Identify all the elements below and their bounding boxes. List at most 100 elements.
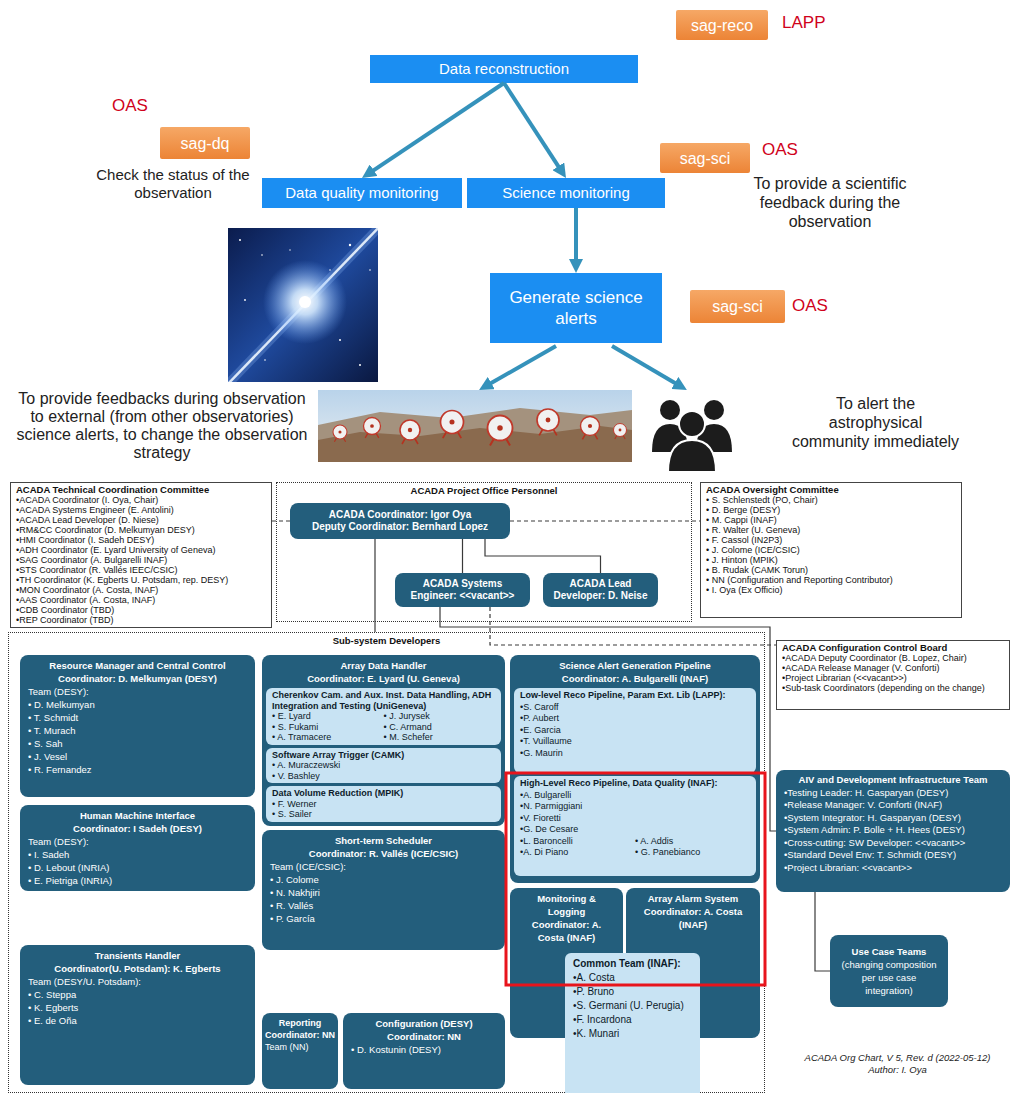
telescope-camera — [370, 424, 374, 428]
site-label: OAS — [762, 140, 822, 160]
burst-beam — [228, 228, 378, 382]
role-box: ACADA Coordinator: Igor OyaDeputy Coordi… — [290, 503, 510, 539]
node-text: •K. Munari — [573, 1027, 692, 1041]
node-text: Team (DESY): — [28, 835, 247, 848]
subteam-box: Cherenkov Cam. and Aux. Inst. Data Handl… — [266, 688, 501, 745]
flow-arrow — [504, 83, 562, 171]
tag-box: sag-dq — [160, 127, 250, 159]
node-text: • J. Vesel — [28, 750, 247, 763]
node-text: •A. Costa — [573, 971, 692, 985]
team-box: Use Case Teams(changing composition per … — [830, 935, 948, 1007]
group-region: ACADA Project Office PersonnelACADA Coor… — [276, 482, 692, 622]
node-text: • S. Sah — [28, 737, 247, 750]
star-dot — [239, 239, 241, 241]
telescope-dish — [614, 424, 627, 437]
person-head — [660, 400, 680, 420]
subteam-box: Common Team (INAF):•A. Costa•P. Bruno•S.… — [565, 953, 700, 1093]
annotation-label: To provide a scientific feedback during … — [745, 174, 915, 231]
heading-text: ACADA Technical Coordination Committee — [16, 485, 266, 495]
org-connector — [374, 539, 375, 632]
telescope-camera — [588, 424, 592, 428]
node-text: •CDB Coordinator (TBD) — [16, 605, 266, 615]
committee-box: ACADA Oversight Committee• S. Schlensted… — [700, 482, 962, 618]
node-text: •P. Bruno — [573, 985, 692, 999]
heading-text: High-Level Reco Pipeline, Data Quality (… — [520, 778, 750, 790]
role-box: ACADA Lead Developer: D. Neise — [543, 573, 658, 607]
node-text: • B. Rudak (CAMK Torun) — [706, 565, 956, 575]
heading-text: Data Volume Reduction (MPIK) — [272, 788, 495, 799]
star-dot — [264, 359, 266, 361]
node-text: •System Admin: P. Bolle + H. Hees (DESY) — [784, 824, 1002, 837]
caption-box: ACADA Org Chart, V 5, Rev. d (2022-05-12… — [795, 1052, 1000, 1076]
node-text: •TH Coordinator (K. Egberts U. Potsdam, … — [16, 575, 266, 585]
node-text: • D. Melkumyan — [28, 698, 247, 711]
node-text: •ACADA Lead Developer (D. Niese) — [16, 515, 266, 525]
site-label-box: OAS — [762, 140, 822, 160]
group-region: Sub-system DevelopersResource Manager an… — [8, 632, 765, 1093]
heading-text: Cherenkov Cam. and Aux. Inst. Data Handl… — [272, 690, 495, 711]
node-text: • R. Walter (U. Geneva) — [706, 525, 956, 535]
node-text: •ADH Coordinator (E. Lyard University of… — [16, 545, 266, 555]
team-box: AIV and Development Infrastructure Team •… — [776, 770, 1010, 892]
node-text: • R. Fernandez — [28, 763, 247, 776]
node-text: • T. Schmidt — [28, 711, 247, 724]
telescope-dish — [364, 418, 381, 435]
org-connector — [510, 520, 700, 521]
team-box: Array Data HandlerCoordinator: E. Lyard … — [262, 655, 505, 826]
heading-text: Coordinator: I Sadeh (DESY) — [28, 822, 247, 835]
heading-text: Short-term Scheduler — [270, 834, 497, 847]
node-text: Data reconstruction — [376, 60, 632, 78]
node-text: • G. Panebianco — [635, 847, 750, 859]
telescope-camera — [546, 418, 551, 423]
heading-text: Coordinator: E. Lyard (U. Geneva) — [266, 672, 501, 685]
star-dot — [349, 244, 351, 246]
heading-text: Use Case Teams — [838, 945, 940, 958]
node-text: •Project Librarian: <<vacant>> — [784, 862, 1002, 875]
annotation-label: To alert the astrophysical community imm… — [788, 394, 963, 451]
heading-text: Sub-system Developers — [13, 635, 760, 647]
committee-box: ACADA Technical Coordination Committee •A… — [10, 482, 272, 628]
heading-text: Array Data Handler — [266, 659, 501, 672]
telescope-dish — [441, 411, 464, 434]
node-text: • S. Fukami — [272, 722, 384, 733]
star-dot — [359, 364, 361, 366]
node-text: Team (DESY/U. Potsdam): — [28, 975, 247, 988]
telescope-dish — [581, 417, 600, 436]
telescope — [581, 417, 600, 440]
node-text: • M. Cappi (INAF) — [706, 515, 956, 525]
alert-arrow — [612, 346, 680, 386]
node-text: •Sub-task Coordinators (depending on the… — [782, 683, 1004, 693]
annotation-label-box: To alert the astrophysical community imm… — [788, 394, 963, 451]
node-text: • C. Armand — [384, 722, 496, 733]
heading-text: Monitoring & Logging — [518, 892, 615, 918]
node-text: Team (NN) — [265, 1041, 335, 1053]
telescope — [488, 416, 513, 446]
node-text: •V. Fioretti — [520, 813, 750, 825]
node-text: •S. Germani (U. Perugia) — [573, 999, 692, 1013]
node-text: • M. Schefer — [384, 732, 496, 743]
node-text: •G. Maurin — [520, 748, 750, 760]
telescope — [441, 411, 464, 439]
heading-text: Array Alarm System — [634, 892, 752, 905]
team-box: Science Alert Generation PipelineCoordin… — [510, 655, 760, 883]
site-label-box: OAS — [792, 296, 852, 316]
highlight-frame — [506, 773, 765, 985]
telescope-dish — [488, 416, 513, 441]
node-text: •P. Aubert — [520, 713, 750, 725]
org-connector — [462, 539, 463, 573]
org-connector — [440, 607, 776, 831]
node-text: • P. García — [270, 912, 497, 925]
org-connector — [815, 892, 830, 971]
node-text: • C. Steppa — [28, 988, 247, 1001]
node-text: • A. Addis — [635, 836, 750, 848]
node-text: •T. Vuillaume — [520, 736, 750, 748]
node-text: •F. Incardona — [573, 1013, 692, 1027]
telescope-camera — [619, 429, 622, 432]
telescope — [333, 425, 347, 442]
node-text: • J. Colome — [270, 873, 497, 886]
heading-text: AIV and Development Infrastructure Team — [784, 774, 1002, 787]
burst-beam — [228, 228, 378, 382]
tag-box: sag-sci — [690, 290, 785, 323]
node-text: • F. Werner — [272, 799, 495, 810]
node-text: (changing composition per use case integ… — [838, 958, 940, 997]
